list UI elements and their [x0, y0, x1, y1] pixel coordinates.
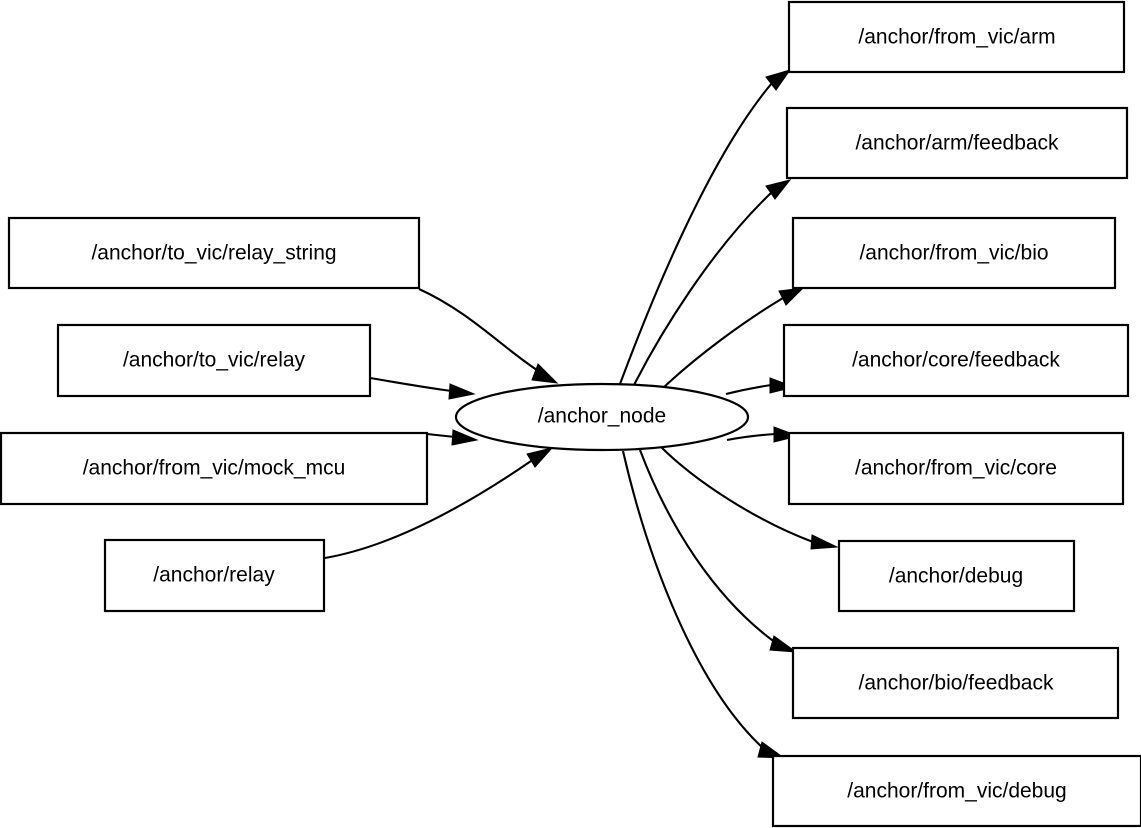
node-label: /anchor/bio/feedback	[859, 672, 1054, 695]
edge-anchor-node-to-arm-feedback	[633, 179, 792, 386]
edge-anchor-node-to-core-feedback	[725, 377, 796, 396]
node-anchor-node[interactable]: /anchor_node	[454, 382, 750, 452]
node-core-feedback[interactable]: /anchor/core/feedback	[782, 323, 1130, 398]
edge-path	[619, 82, 773, 385]
node-from-vic-core[interactable]: /anchor/from_vic/core	[787, 431, 1125, 506]
node-label: /anchor/from_vic/arm	[858, 26, 1055, 49]
node-arm-feedback[interactable]: /anchor/arm/feedback	[785, 106, 1129, 180]
arrowhead-icon	[765, 179, 792, 200]
edge-from-vic-mock-mcu-to-anchor-node	[426, 429, 479, 446]
node-label: /anchor/debug	[889, 565, 1023, 588]
node-box[interactable]	[771, 754, 1141, 828]
node-anchor-debug[interactable]: /anchor/debug	[837, 539, 1076, 613]
edge-anchor-node-to-from-vic-core	[726, 426, 800, 443]
node-box[interactable]	[782, 323, 1130, 398]
node-label: /anchor/relay	[153, 564, 275, 587]
node-to-vic-relay-string[interactable]: /anchor/to_vic/relay_string	[7, 216, 421, 290]
arrowhead-icon	[778, 287, 805, 306]
node-from-vic-debug[interactable]: /anchor/from_vic/debug	[771, 754, 1141, 828]
edge-path	[726, 432, 776, 442]
edge-path	[418, 288, 541, 373]
edge-anchor-node-to-anchor-debug	[659, 445, 839, 550]
node-from-vic-bio[interactable]: /anchor/from_vic/bio	[791, 216, 1117, 290]
node-label: /anchor/from_vic/core	[855, 457, 1057, 480]
edge-to-vic-relay-to-anchor-node	[369, 376, 476, 400]
node-from-vic-mock-mcu[interactable]: /anchor/from_vic/mock_mcu	[0, 431, 429, 506]
node-box[interactable]	[56, 323, 372, 398]
edge-anchor-node-to-from-vic-debug	[621, 450, 786, 759]
arrowhead-icon	[765, 69, 792, 91]
arrowhead-icon	[531, 363, 559, 384]
node-label: /anchor/core/feedback	[852, 349, 1060, 372]
node-from-vic-arm[interactable]: /anchor/from_vic/arm	[787, 0, 1126, 74]
edge-path	[725, 383, 772, 396]
node-ellipse[interactable]	[454, 382, 750, 452]
arrowhead-icon	[526, 447, 554, 468]
edge-anchor-node-to-from-vic-arm	[619, 69, 792, 385]
node-box[interactable]	[0, 431, 429, 506]
node-box[interactable]	[103, 538, 326, 613]
node-label: /anchor/to_vic/relay_string	[91, 242, 336, 265]
edge-path	[659, 445, 814, 543]
node-box[interactable]	[7, 216, 421, 290]
node-box[interactable]	[791, 216, 1117, 290]
arrowhead-icon	[769, 635, 798, 653]
arrowhead-icon	[769, 377, 796, 394]
edge-path	[633, 191, 773, 386]
edge-to-vic-relay-string-to-anchor-node	[418, 288, 559, 384]
node-box[interactable]	[791, 646, 1120, 720]
edge-path	[426, 432, 456, 439]
arrowhead-icon	[810, 534, 839, 550]
arrowhead-icon	[757, 741, 786, 759]
node-bio-feedback[interactable]: /anchor/bio/feedback	[791, 646, 1120, 720]
node-box[interactable]	[785, 106, 1129, 180]
node-label: /anchor/from_vic/debug	[847, 780, 1066, 803]
edge-path	[369, 376, 453, 393]
edge-path	[324, 460, 532, 560]
node-label: /anchor/arm/feedback	[855, 132, 1059, 155]
arrowhead-icon	[773, 426, 800, 443]
edge-path	[621, 450, 765, 750]
edge-path	[639, 449, 777, 644]
node-box[interactable]	[787, 431, 1125, 506]
edge-anchor-relay-to-anchor-node	[324, 447, 554, 560]
node-label: /anchor/to_vic/relay	[123, 349, 306, 372]
node-label: /anchor_node	[538, 405, 666, 428]
edge-anchor-node-to-from-vic-bio	[662, 287, 805, 389]
arrowhead-icon	[448, 383, 476, 400]
node-label: /anchor/from_vic/bio	[859, 242, 1048, 265]
edge-path	[662, 297, 784, 389]
edge-anchor-node-to-bio-feedback	[639, 449, 798, 653]
node-box[interactable]	[787, 0, 1126, 74]
node-to-vic-relay[interactable]: /anchor/to_vic/relay	[56, 323, 372, 398]
arrowhead-icon	[451, 429, 479, 446]
node-anchor-relay[interactable]: /anchor/relay	[103, 538, 326, 613]
node-box[interactable]	[837, 539, 1076, 613]
node-label: /anchor/from_vic/mock_mcu	[83, 457, 346, 480]
